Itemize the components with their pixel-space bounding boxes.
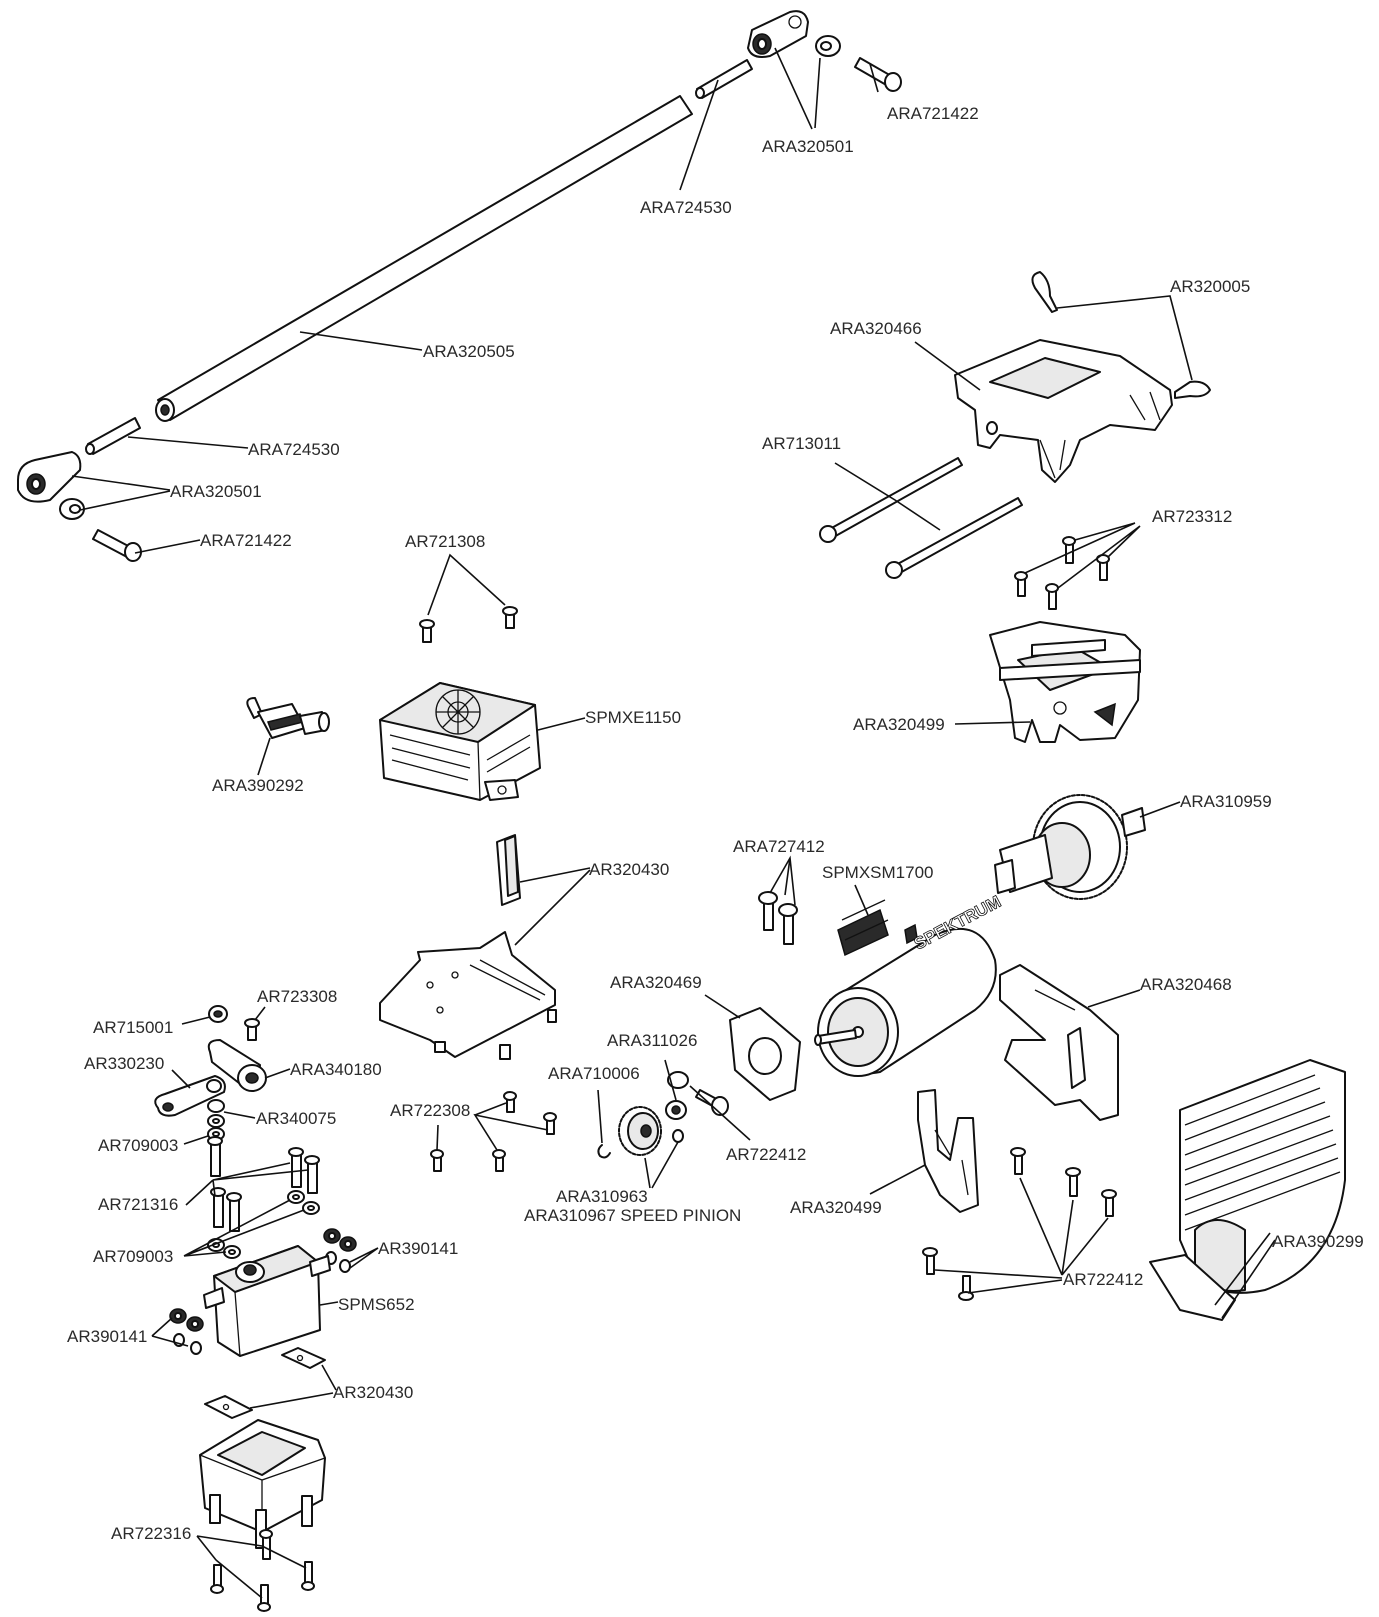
screw-ar722308-c	[503, 1091, 517, 1113]
label-ara320499-bottom: ARA320499	[790, 1198, 882, 1217]
washer-ar340075	[207, 1099, 225, 1128]
grommets-ar390141-right	[323, 1228, 357, 1273]
pin-ar713011-a	[819, 457, 963, 543]
screws-ar723312	[1014, 536, 1110, 610]
motor-plate-ara320468	[999, 964, 1119, 1121]
screws-ara727412	[758, 891, 798, 945]
label-ar715001: AR715001	[93, 1018, 173, 1037]
rod-end-bushing-top	[815, 35, 841, 57]
screws-ar721316	[207, 1136, 320, 1232]
ball-stud-screw-left	[92, 529, 142, 562]
label-ar723312: AR723312	[1152, 507, 1232, 526]
label-spmxsm1700: SPMXSM1700	[822, 863, 934, 882]
label-ar340075: AR340075	[256, 1109, 336, 1128]
label-ar721308: AR721308	[405, 532, 485, 551]
screw-ar722308-d	[543, 1112, 557, 1135]
rod-end-top	[747, 10, 809, 58]
label-ar721316: AR721316	[98, 1195, 178, 1214]
label-ar330230: AR330230	[84, 1054, 164, 1073]
label-ara310963: ARA310963	[556, 1187, 648, 1206]
bushing-ara311026	[665, 1071, 689, 1120]
heat-sink-ara390299	[1149, 1059, 1346, 1321]
label-ar723308: AR723308	[257, 987, 337, 1006]
washers-ar709003-b	[207, 1190, 320, 1259]
label-ar722308: AR722308	[390, 1101, 470, 1120]
long-tie-rod	[155, 95, 693, 422]
screws-ar722316	[210, 1529, 315, 1612]
screws-ar722412-right	[922, 1147, 1117, 1301]
servo-horn-ara340180	[207, 1039, 267, 1092]
label-ara721422-left: ARA721422	[200, 531, 292, 550]
label-ara310967: ARA310967 SPEED PINION	[524, 1206, 741, 1225]
rod-pin-top	[695, 59, 753, 99]
label-ara320468: ARA320468	[1140, 975, 1232, 994]
label-ara320499-top: ARA320499	[853, 715, 945, 734]
spur-gear-diff-ara310959	[994, 794, 1146, 900]
rod-end-left	[17, 451, 82, 503]
label-ara724530-top: ARA724530	[640, 198, 732, 217]
label-ara724530-left: ARA724530	[248, 440, 340, 459]
screw-ar722412-mid	[695, 1089, 729, 1116]
esc-strap-ar320430	[496, 834, 521, 906]
label-ar709003-b: AR709003	[93, 1247, 173, 1266]
label-ar320430-mid: AR320430	[589, 860, 669, 879]
motor-mount-top-ara320466	[954, 339, 1173, 483]
clip-ar320005-b	[1174, 380, 1211, 399]
label-spmxe1150: SPMXE1150	[585, 708, 681, 727]
label-ara390299: ARA390299	[1272, 1232, 1364, 1251]
servo-spms652	[203, 1245, 331, 1357]
label-ara310959: ARA310959	[1180, 792, 1272, 811]
motor-plate-half-ara320469	[729, 1007, 801, 1101]
connector-ara390292	[246, 697, 330, 739]
label-ar709003-a: AR709003	[98, 1136, 178, 1155]
label-ara311026: ARA311026	[607, 1031, 697, 1050]
servo-saver-ar330230	[154, 1075, 226, 1117]
gear-cover-mount-ara320499	[917, 1089, 979, 1213]
label-ara320501-top: ARA320501	[762, 137, 854, 156]
set-screw-pinion	[672, 1129, 684, 1143]
nut-ar715001	[208, 1005, 228, 1023]
label-ara320466: ARA320466	[830, 319, 922, 338]
label-ara727412: ARA727412	[733, 837, 825, 856]
label-ar713011: AR713011	[762, 434, 841, 453]
label-ara710006: ARA710006	[548, 1064, 640, 1083]
label-ar390141-left: AR390141	[67, 1327, 147, 1346]
screw-ar721308-b	[502, 606, 518, 629]
pin-ar713011-b	[885, 497, 1023, 579]
label-ara340180: ARA340180	[290, 1060, 382, 1079]
label-ara390292: ARA390292	[212, 776, 304, 795]
label-ara721422-top: ARA721422	[887, 104, 979, 123]
clip-ar320005-a	[1031, 271, 1058, 313]
label-ar722412-right: AR722412	[1063, 1270, 1143, 1289]
screw-ar723308	[244, 1018, 260, 1041]
grommets-ar390141-left	[169, 1308, 204, 1355]
motor-spmxsm1700: SPEKTRUM	[814, 892, 1005, 1077]
label-spms652: SPMS652	[338, 1295, 415, 1314]
screw-ar722308-a	[430, 1149, 444, 1172]
label-ar390141-right: AR390141	[378, 1239, 458, 1258]
label-ara320501-left: ARA320501	[170, 482, 262, 501]
screw-ar722308-b	[492, 1149, 506, 1172]
label-ar320430-bottom: AR320430	[333, 1383, 413, 1402]
label-ara320505: ARA320505	[423, 342, 515, 361]
pinion-gear-ara310963	[618, 1106, 662, 1156]
gear-box-ara320499	[989, 621, 1141, 743]
label-ar722316: AR722316	[111, 1524, 191, 1543]
ball-stud-screw-top	[854, 57, 902, 92]
esc-mount-plate-ar320430	[379, 931, 557, 1060]
esc-spmxe1150	[379, 682, 541, 801]
label-ar320005: AR320005	[1170, 277, 1250, 296]
label-ar722412-mid: AR722412	[726, 1145, 806, 1164]
servo-mount-ar320430	[199, 1347, 326, 1549]
rod-end-bushing-left	[59, 498, 85, 520]
clip-ara710006	[597, 1144, 611, 1159]
screw-ar721308-a	[419, 619, 435, 643]
rod-pin-left	[85, 417, 141, 455]
label-ara320469: ARA320469	[610, 973, 702, 992]
